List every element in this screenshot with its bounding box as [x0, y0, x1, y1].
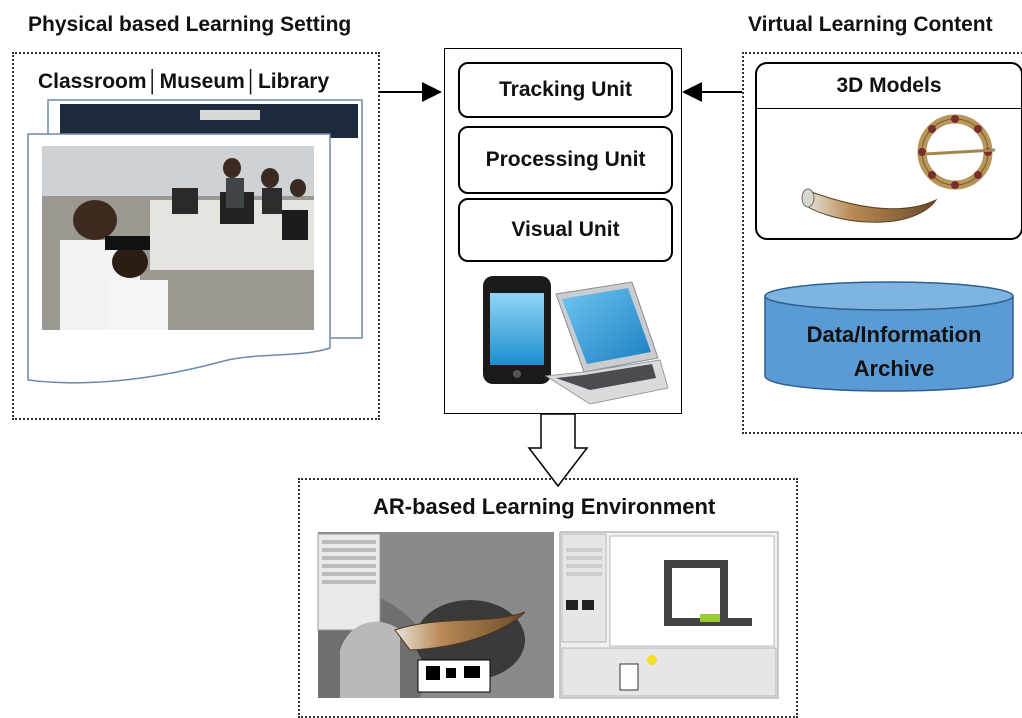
archive-cylinder	[764, 281, 1014, 392]
physical-setting-heading: Physical based Learning Setting	[28, 13, 352, 36]
ar-editor-screenshot	[559, 531, 779, 699]
ar-environment-heading: AR-based Learning Environment	[373, 494, 716, 519]
arrow-down-to-ar	[527, 413, 589, 488]
tracking-unit-label: Tracking Unit	[498, 78, 633, 101]
archive-label-line2: Archive	[853, 356, 935, 381]
archive-label-line1: Data/Information	[806, 322, 982, 347]
places-label: Classroom│Museum│Library	[38, 70, 330, 93]
ar-camera-screenshot	[317, 532, 554, 698]
visual-unit-box: Visual Unit	[458, 198, 673, 262]
processing-unit-box: Processing Unit	[458, 126, 673, 194]
tracking-unit-box: Tracking Unit	[458, 62, 673, 118]
classroom-photo-stack	[27, 99, 363, 384]
laptop-icon	[544, 281, 669, 405]
diagram-graphics	[27, 82, 1014, 699]
physical-setting-region	[12, 52, 380, 420]
horn-model	[801, 188, 938, 223]
virtual-content-region	[742, 52, 1022, 434]
smartphone-icon	[483, 276, 551, 384]
models-title: 3D Models	[757, 64, 1021, 109]
virtual-content-heading: Virtual Learning Content	[748, 13, 993, 36]
visual-unit-label: Visual Unit	[511, 218, 620, 241]
processing-unit-label: Processing Unit	[485, 148, 646, 171]
brooch-model	[917, 114, 996, 190]
archive-label: Data/Information Archive	[765, 318, 1022, 386]
